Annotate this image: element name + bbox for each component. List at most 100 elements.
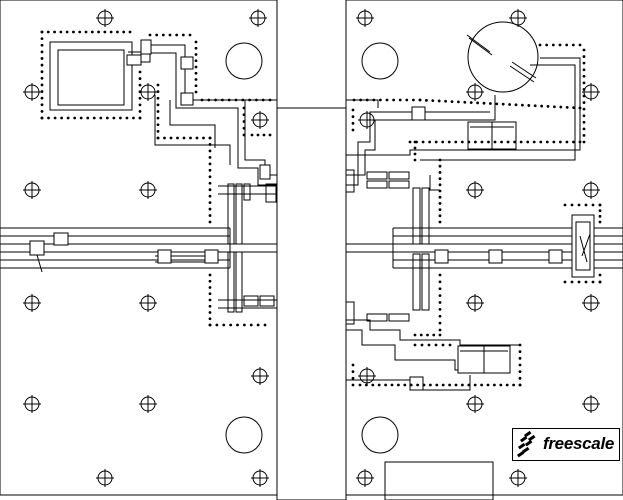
via-dot: [429, 383, 432, 387]
crosshair-circle-icon: [96, 469, 114, 487]
via-dot: [527, 104, 531, 107]
freescale-chevrons-icon: [516, 431, 536, 458]
via-dot: [487, 140, 490, 144]
via-dot: [434, 140, 438, 144]
via-dot: [194, 84, 198, 88]
via-dot: [379, 98, 382, 102]
via-dot: [161, 33, 165, 37]
via-dot: [156, 136, 160, 140]
via-dot: [598, 203, 602, 207]
via-dot: [208, 220, 212, 224]
via-dot: [398, 98, 402, 102]
via-dot: [521, 103, 524, 107]
via-dot: [514, 103, 518, 107]
large-hole: [361, 42, 399, 80]
crosshair-circle-icon: [582, 395, 600, 413]
via-dot: [156, 103, 160, 107]
crosshair-circle-icon: [139, 395, 157, 413]
via-dot: [156, 129, 160, 133]
via-dot: [168, 33, 172, 37]
via-dot: [506, 140, 510, 144]
via-dot: [577, 280, 581, 284]
via-dot: [553, 105, 556, 109]
via-dot: [444, 99, 447, 103]
via-dot: [403, 383, 407, 387]
via-dot: [582, 114, 586, 118]
via-dot: [351, 121, 355, 125]
via-dot: [256, 133, 260, 137]
via-dot: [578, 106, 582, 110]
via-dot: [438, 321, 442, 325]
via-dot: [227, 98, 231, 102]
via-dot: [482, 101, 486, 105]
via-dot: [499, 383, 503, 387]
via-dot: [438, 301, 442, 304]
via-dot: [90, 30, 94, 34]
via-dot: [242, 113, 246, 117]
via-dot: [422, 383, 426, 387]
via-dot: [501, 102, 505, 106]
via-dot: [365, 98, 369, 102]
via-dot: [421, 140, 425, 144]
via-dot: [582, 68, 586, 72]
via-dot: [109, 30, 113, 34]
crosshair-circle-icon: [582, 181, 600, 199]
via-dot: [582, 81, 586, 85]
via-dot: [489, 102, 492, 105]
via-dot: [351, 363, 355, 367]
via-dot: [195, 136, 199, 140]
via-dot: [518, 383, 522, 387]
via-dot: [156, 123, 160, 127]
via-dot: [519, 140, 523, 144]
via-dot: [208, 162, 212, 166]
large-hole: [361, 416, 399, 454]
via-dot: [545, 43, 549, 47]
via-dot: [563, 280, 567, 284]
via-dot: [208, 194, 212, 198]
mounting-holes: [23, 9, 600, 487]
via-dot: [467, 140, 471, 144]
via-dot: [582, 140, 586, 144]
smd-component: [548, 249, 563, 264]
via-dot: [441, 140, 445, 144]
via-dot: [565, 140, 569, 144]
via-dot: [138, 103, 142, 107]
via-dot: [392, 98, 395, 102]
via-dot: [559, 105, 563, 109]
via-dot: [40, 116, 44, 120]
via-dot: [572, 140, 575, 144]
smd-component: [126, 54, 142, 66]
via-dot: [518, 363, 522, 367]
via-dot: [570, 203, 574, 207]
via-dot: [582, 127, 586, 131]
via-dot: [156, 96, 160, 100]
via-dot: [208, 286, 212, 289]
via-dot: [40, 43, 44, 47]
large-hole: [225, 42, 263, 80]
via-dot: [125, 116, 129, 120]
smd-component: [180, 92, 194, 106]
via-dot: [441, 383, 445, 387]
via-dot: [181, 33, 185, 37]
crosshair-circle-icon: [358, 111, 376, 129]
via-dot: [208, 279, 212, 283]
via-dot: [372, 98, 376, 102]
via-dot: [539, 140, 543, 144]
via-dot: [194, 40, 198, 44]
via-dot: [229, 323, 233, 327]
via-dot: [598, 214, 602, 218]
via-dot: [416, 383, 419, 387]
via-dot: [208, 323, 212, 327]
via-dot: [598, 280, 602, 284]
via-dot: [582, 55, 586, 58]
connector-box: [384, 461, 494, 500]
via-dot: [572, 106, 575, 110]
via-dot: [194, 59, 198, 63]
via-dot: [138, 96, 142, 100]
via-dot: [155, 33, 159, 37]
via-dot: [438, 158, 442, 162]
via-dot: [202, 136, 205, 140]
smd-component: [488, 249, 503, 264]
via-dot: [156, 90, 160, 94]
crosshair-circle-icon: [23, 83, 41, 101]
